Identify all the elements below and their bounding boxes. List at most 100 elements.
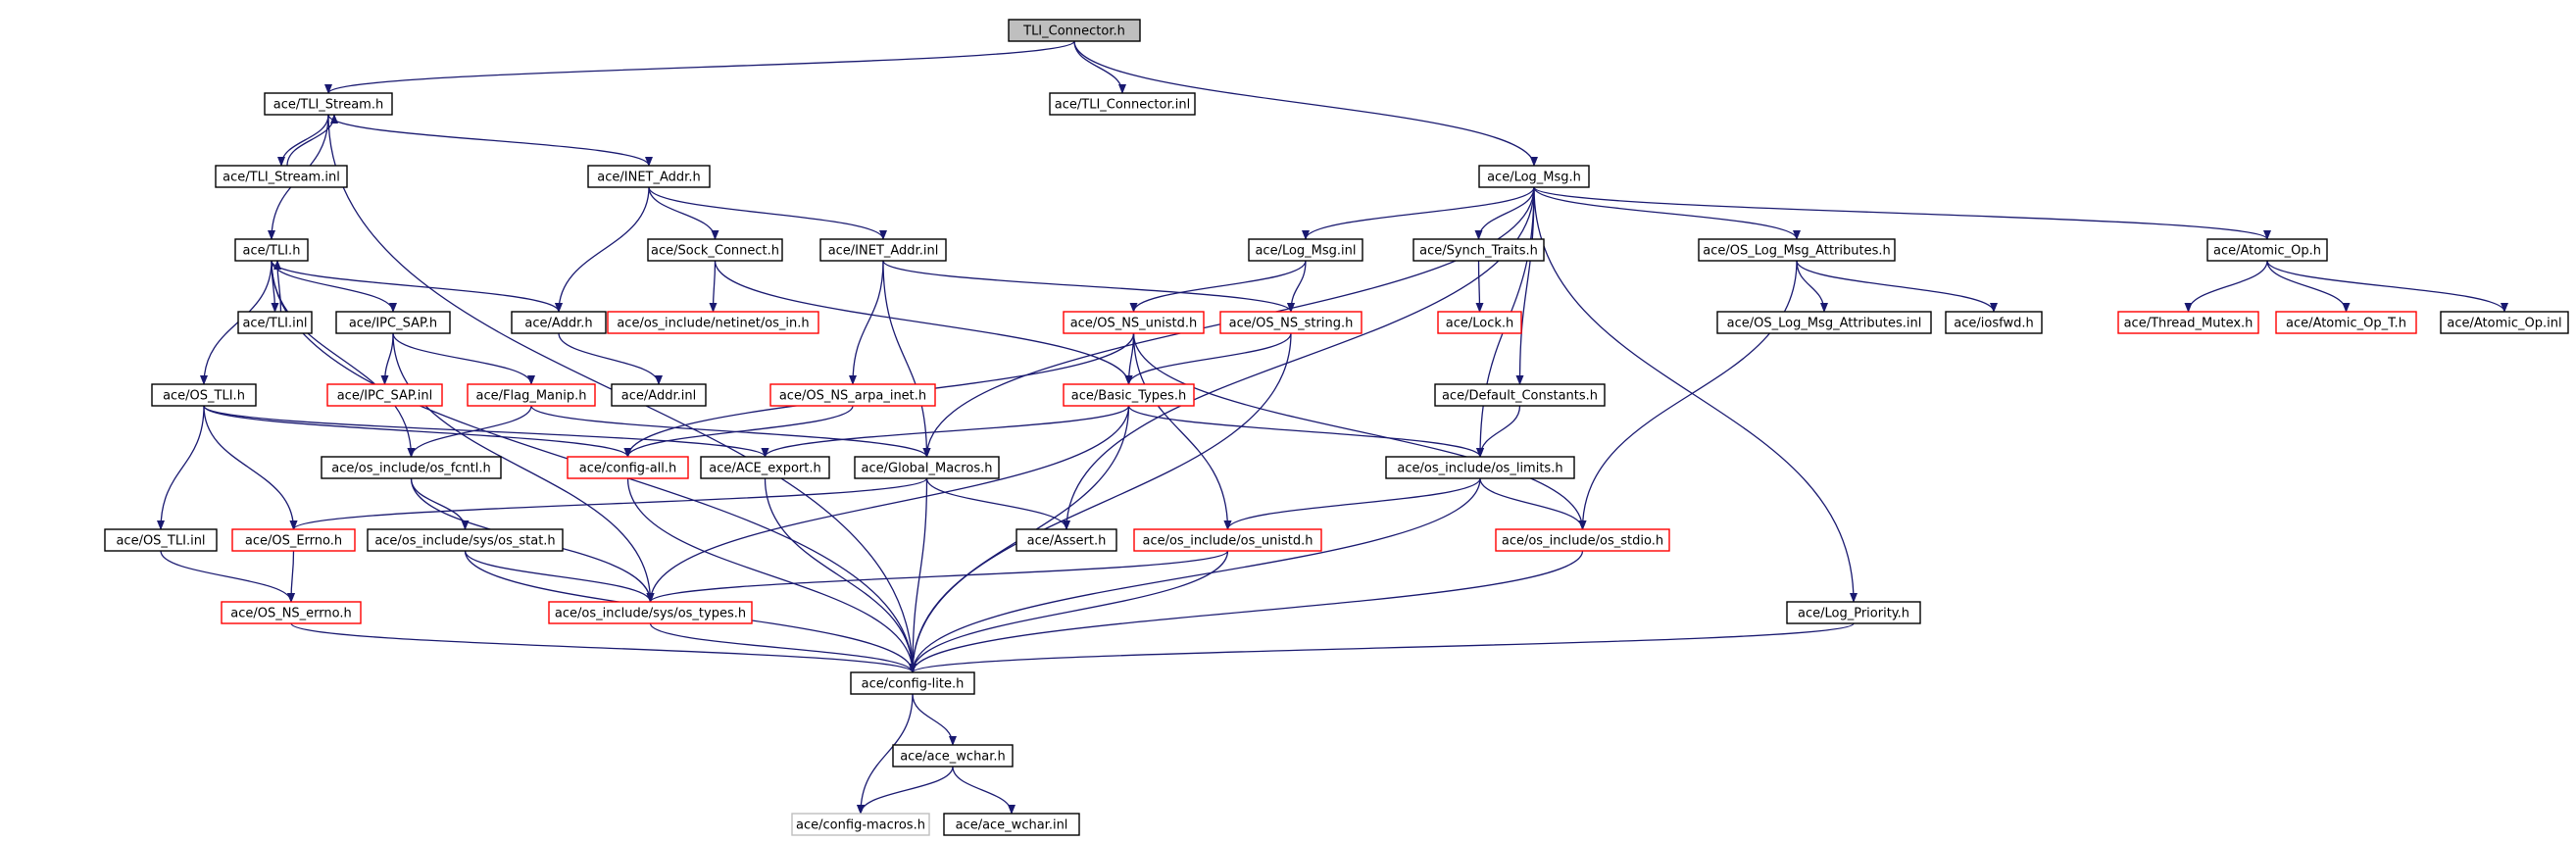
node-label: ace/Assert.h [1027, 534, 1107, 549]
node-label: ace/ACE_export.h [709, 462, 820, 476]
edge-os_limits_h-to-config_lite_h [909, 477, 1481, 673]
edge-log_msg_h-to-os_log_msg_attr_h [1533, 186, 1801, 240]
node-box [234, 238, 309, 262]
node-os_log_msg_attr_inl[interactable]: ace/OS_Log_Msg_Attributes.inl [1716, 311, 1932, 334]
node-sock_connect_h[interactable]: ace/Sock_Connect.h [647, 238, 783, 262]
node-os_ns_unistd_h[interactable]: ace/OS_NS_unistd.h [1063, 311, 1205, 334]
edge-os_log_msg_attr_h-to-iosfwd_h [1796, 260, 1998, 313]
edge-inet_addr_h-to-addr_h [555, 186, 650, 313]
node-basic_types_h[interactable]: ace/Basic_Types.h [1063, 383, 1195, 407]
node-box [1478, 165, 1590, 188]
node-os_ns_arpa_inet_h[interactable]: ace/OS_NS_arpa_inet.h [769, 383, 936, 407]
node-log_priority_h[interactable]: ace/Log_Priority.h [1786, 601, 1921, 624]
node-box [1049, 92, 1196, 116]
node-ipc_sap_h[interactable]: ace/IPC_SAP.h [335, 311, 451, 334]
node-iosfwd_h[interactable]: ace/iosfwd.h [1945, 311, 2043, 334]
node-ace_export_h[interactable]: ace/ACE_export.h [700, 456, 830, 479]
node-flag_manip_h[interactable]: ace/Flag_Manip.h [467, 383, 596, 407]
edge-tli_stream_h-to-tli_stream_inl [277, 114, 329, 167]
node-os_log_msg_attr_h[interactable]: ace/OS_Log_Msg_Attributes.h [1698, 238, 1896, 262]
node-label: ace/Addr.inl [621, 389, 696, 404]
edge-basic_types_h-to-ace_export_h [761, 405, 1130, 458]
node-atomic_op_inl[interactable]: ace/Atomic_Op.inl [2440, 311, 2569, 334]
node-lock_h[interactable]: ace/Lock.h [1437, 311, 1522, 334]
node-label: ace/OS_NS_errno.h [230, 607, 352, 621]
node-config_lite_h[interactable]: ace/config-lite.h [850, 671, 975, 695]
node-assert_h[interactable]: ace/Assert.h [1016, 528, 1117, 552]
node-ace_wchar_inl[interactable]: ace/ace_wchar.inl [943, 813, 1080, 836]
node-tli_inl[interactable]: ace/TLI.inl [237, 311, 313, 334]
edge-os_stdio_h-to-config_lite_h [909, 550, 1584, 673]
edge-os_unistd_h-to-config_lite_h [909, 550, 1229, 673]
node-box [1945, 311, 2043, 334]
node-label: ace/ace_wchar.inl [956, 818, 1068, 833]
node-label: ace/config-lite.h [862, 677, 965, 692]
edge-ipc_sap_h-to-sys_os_types_h [392, 332, 655, 603]
node-os_tli_h[interactable]: ace/OS_TLI.h [151, 383, 257, 407]
node-sys_os_types_h[interactable]: ace/os_include/sys/os_types.h [548, 601, 753, 624]
node-label: ace/TLI_Stream.inl [223, 171, 340, 185]
node-netinet_in_h[interactable]: ace/os_include/netinet/os_in.h [607, 311, 819, 334]
edge-atomic_op_h-to-atomic_op_t_h [2266, 260, 2351, 313]
node-config_macros_h[interactable]: ace/config-macros.h [791, 813, 930, 836]
node-box [326, 383, 443, 407]
node-addr_h[interactable]: ace/Addr.h [511, 311, 607, 334]
node-label: ace/iosfwd.h [1954, 317, 2033, 331]
node-box [264, 92, 393, 116]
node-ace_wchar_h[interactable]: ace/ace_wchar.h [892, 744, 1014, 768]
node-box [1786, 601, 1921, 624]
node-tli_connector_inl[interactable]: ace/TLI_Connector.inl [1049, 92, 1196, 116]
node-os_fcntl_h[interactable]: ace/os_include/os_fcntl.h [321, 456, 502, 479]
node-box [1437, 311, 1522, 334]
node-label: ace/Lock.h [1446, 317, 1514, 331]
node-ipc_sap_inl[interactable]: ace/IPC_SAP.inl [326, 383, 443, 407]
node-box [611, 383, 707, 407]
node-global_macros_h[interactable]: ace/Global_Macros.h [854, 456, 1000, 479]
node-thread_mutex_h[interactable]: ace/Thread_Mutex.h [2117, 311, 2259, 334]
node-log_msg_h[interactable]: ace/Log_Msg.h [1478, 165, 1590, 188]
edge-os_ns_arpa_inet_h-to-config_all_h [623, 405, 854, 458]
node-addr_inl[interactable]: ace/Addr.inl [611, 383, 707, 407]
node-atomic_op_h[interactable]: ace/Atomic_Op.h [2206, 238, 2328, 262]
edge-os_tli_inl-to-os_ns_errno_h [160, 550, 295, 603]
node-os_unistd_h[interactable]: ace/os_include/os_unistd.h [1133, 528, 1322, 552]
node-inet_addr_h[interactable]: ace/INET_Addr.h [587, 165, 711, 188]
node-log_msg_inl[interactable]: ace/Log_Msg.inl [1248, 238, 1363, 262]
node-os_stdio_h[interactable]: ace/os_include/os_stdio.h [1495, 528, 1670, 552]
node-tli_h[interactable]: ace/TLI.h [234, 238, 309, 262]
node-box [511, 311, 607, 334]
node-os_ns_string_h[interactable]: ace/OS_NS_string.h [1219, 311, 1362, 334]
node-box [1495, 528, 1670, 552]
node-label: ace/IPC_SAP.h [349, 317, 437, 331]
node-label: ace/OS_TLI.inl [116, 534, 205, 549]
node-tli_stream_h[interactable]: ace/TLI_Stream.h [264, 92, 393, 116]
node-label: ace/INET_Addr.inl [828, 244, 939, 259]
node-tli_stream_inl[interactable]: ace/TLI_Stream.inl [215, 165, 348, 188]
edge-os_tli_h-to-os_tli_inl [157, 405, 205, 530]
edge-config_lite_h-to-config_macros_h [857, 693, 914, 815]
edge-synch_traits_h-to-lock_h [1475, 260, 1484, 313]
node-label: ace/INET_Addr.h [597, 171, 700, 185]
node-label: ace/TLI.h [243, 244, 301, 259]
node-config_all_h[interactable]: ace/config-all.h [567, 456, 689, 479]
node-inet_addr_inl[interactable]: ace/INET_Addr.inl [819, 238, 947, 262]
node-os_tli_inl[interactable]: ace/OS_TLI.inl [104, 528, 218, 552]
node-label: ace/Flag_Manip.h [476, 389, 587, 404]
edge-addr_h-to-addr_inl [558, 332, 663, 385]
node-default_constants_h[interactable]: ace/Default_Constants.h [1434, 383, 1606, 407]
node-atomic_op_t_h[interactable]: ace/Atomic_Op_T.h [2275, 311, 2417, 334]
node-sys_os_stat_h[interactable]: ace/os_include/sys/os_stat.h [367, 528, 564, 552]
node-synch_traits_h[interactable]: ace/Synch_Traits.h [1412, 238, 1545, 262]
node-os_ns_errno_h[interactable]: ace/OS_NS_errno.h [221, 601, 362, 624]
node-label: ace/IPC_SAP.inl [337, 389, 433, 404]
node-box [321, 456, 502, 479]
node-label: ace/Sock_Connect.h [651, 244, 779, 259]
node-tli_connector_h[interactable]: TLI_Connector.h [1008, 19, 1141, 42]
node-os_limits_h[interactable]: ace/os_include/os_limits.h [1385, 456, 1575, 479]
edge-tli_connector_h-to-tli_stream_h [324, 40, 1075, 94]
edge-os_tli_h-to-ace_export_h [203, 405, 769, 458]
edge-tli_h-to-addr_h [271, 260, 563, 313]
node-os_errno_h[interactable]: ace/OS_Errno.h [231, 528, 356, 552]
edge-inet_addr_h-to-inet_addr_inl [648, 186, 887, 240]
